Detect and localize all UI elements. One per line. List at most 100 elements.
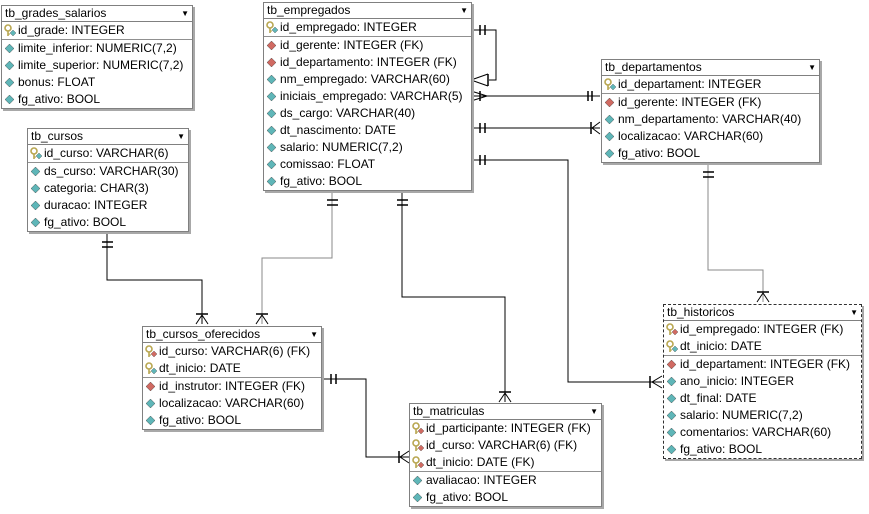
table-field[interactable]: localizacao: VARCHAR(60)	[602, 128, 819, 145]
table-field[interactable]: categoria: CHAR(3)	[28, 180, 188, 197]
table-field[interactable]: id_departamento: INTEGER (FK)	[264, 54, 471, 71]
field-text: id_empregado: INTEGER (FK)	[680, 322, 844, 336]
table-field[interactable]: dt_nascimento: DATE	[264, 122, 471, 139]
table-field[interactable]: fg_ativo: BOOL	[410, 489, 601, 506]
field-text: localizacao: VARCHAR(60)	[159, 396, 305, 410]
table-field[interactable]: id_empregado: INTEGER	[264, 19, 471, 36]
table-field[interactable]: id_empregado: INTEGER (FK)	[664, 321, 861, 338]
table-tb-departamentos[interactable]: tb_departamentos ▼ id_departament: INTEGER…	[601, 59, 820, 163]
table-header[interactable]: tb_cursos ▼	[28, 129, 188, 145]
table-field[interactable]: dt_inicio: DATE (FK)	[410, 454, 601, 471]
table-field[interactable]: salario: NUMERIC(7,2)	[664, 407, 861, 424]
field-text: ds_cargo: VARCHAR(40)	[280, 106, 416, 120]
table-field[interactable]: dt_inicio: DATE	[143, 360, 321, 377]
chevron-down-icon[interactable]: ▼	[460, 6, 468, 15]
table-field[interactable]: dt_final: DATE	[664, 390, 861, 407]
table-header[interactable]: tb_empregados▼	[264, 3, 471, 19]
table-header[interactable]: tb_cursos_oferecidos▼	[143, 327, 321, 343]
table-field[interactable]: id_instrutor: INTEGER (FK)	[143, 377, 321, 395]
field-text: id_gerente: INTEGER (FK)	[280, 38, 424, 52]
field-text: comissao: FLOAT	[280, 157, 376, 171]
table-field[interactable]: limite_inferior: NUMERIC(7,2)	[2, 39, 192, 57]
table-tb-matriculas[interactable]: tb_matriculas▼id_participante: INTEGER (…	[409, 403, 602, 507]
field-text: nm_empregado: VARCHAR(60)	[280, 72, 450, 86]
table-field[interactable]: localizacao: VARCHAR(60)	[143, 395, 321, 412]
table-field[interactable]: fg_ativo: BOOL	[143, 412, 321, 429]
chevron-down-icon[interactable]: ▼	[850, 308, 858, 317]
table-tb-cursos-oferecidos[interactable]: tb_cursos_oferecidos▼id_curso: VARCHAR(6…	[142, 326, 322, 430]
table-field[interactable]: ds_curso: VARCHAR(30)	[28, 162, 188, 180]
table-field[interactable]: salario: NUMERIC(7,2)	[264, 139, 471, 156]
table-field[interactable]: nm_empregado: VARCHAR(60)	[264, 71, 471, 88]
table-field[interactable]: id_gerente: INTEGER (FK)	[602, 93, 819, 111]
field-text: fg_ativo: BOOL	[618, 146, 701, 160]
rel-empregados-cursos-oferecidos	[261, 191, 333, 324]
field-text: fg_ativo: BOOL	[280, 174, 363, 188]
field-text: dt_final: DATE	[680, 391, 757, 405]
table-tb-grades-salarios[interactable]: tb_grades_salarios▼id_grade: INTEGER limi…	[1, 5, 193, 109]
field-text: dt_nascimento: DATE	[280, 123, 396, 137]
chevron-down-icon[interactable]: ▼	[181, 9, 189, 18]
table-field[interactable]: id_gerente: INTEGER (FK)	[264, 36, 471, 54]
field-text: id_departament: INTEGER (FK)	[680, 357, 851, 371]
table-field[interactable]: fg_ativo: BOOL	[28, 214, 188, 231]
table-name: tb_departamentos	[605, 60, 702, 74]
rel-cursos-cursos-oferecidos	[106, 233, 203, 324]
chevron-down-icon[interactable]: ▼	[177, 132, 185, 141]
table-tb-cursos[interactable]: tb_cursos ▼ id_curso: VARCHAR(6) ds_curso: …	[27, 128, 189, 232]
table-name: tb_cursos	[31, 129, 84, 143]
chevron-down-icon[interactable]: ▼	[808, 63, 816, 72]
table-header[interactable]: tb_historicos▼	[664, 305, 861, 321]
table-field[interactable]: fg_ativo: BOOL	[664, 441, 861, 458]
table-field[interactable]: fg_ativo: BOOL	[2, 91, 192, 108]
field-text: fg_ativo: BOOL	[159, 413, 242, 427]
field-text: id_grade: INTEGER	[18, 23, 125, 37]
table-header[interactable]: tb_matriculas▼	[410, 404, 601, 420]
rel-cursos-oferecidos-matriculas	[320, 378, 409, 458]
table-tb-historicos[interactable]: tb_historicos▼id_empregado: INTEGER (FK)…	[663, 304, 862, 459]
table-field[interactable]: comentarios: VARCHAR(60)	[664, 424, 861, 441]
field-text: id_gerente: INTEGER (FK)	[618, 95, 762, 109]
table-field[interactable]: id_grade: INTEGER	[2, 22, 192, 39]
field-text: comentarios: VARCHAR(60)	[680, 425, 832, 439]
table-field[interactable]: comissao: FLOAT	[264, 156, 471, 173]
table-field[interactable]: id_departament: INTEGER	[602, 76, 819, 93]
table-field[interactable]: id_curso: VARCHAR(6) (FK)	[143, 343, 321, 360]
field-text: ano_inicio: INTEGER	[680, 374, 795, 388]
chevron-down-icon[interactable]: ▼	[310, 330, 318, 339]
table-field[interactable]: id_participante: INTEGER (FK)	[410, 420, 601, 437]
field-text: id_departament: INTEGER	[618, 77, 762, 91]
table-field[interactable]: id_curso: VARCHAR(6) (FK)	[410, 437, 601, 454]
field-text: avaliacao: INTEGER	[426, 473, 537, 487]
table-field[interactable]: nm_departamento: VARCHAR(40)	[602, 111, 819, 128]
field-text: dt_inicio: DATE (FK)	[426, 455, 535, 469]
table-field[interactable]: id_departament: INTEGER (FK)	[664, 355, 861, 373]
field-text: fg_ativo: BOOL	[18, 92, 101, 106]
table-field[interactable]: avaliacao: INTEGER	[410, 471, 601, 489]
table-header[interactable]: tb_departamentos ▼	[602, 60, 819, 76]
field-text: salario: NUMERIC(7,2)	[280, 140, 403, 154]
table-field[interactable]: id_curso: VARCHAR(6)	[28, 145, 188, 162]
table-header[interactable]: tb_grades_salarios▼	[2, 6, 192, 22]
field-text: id_curso: VARCHAR(6)	[44, 146, 169, 160]
table-field[interactable]: duracao: INTEGER	[28, 197, 188, 214]
field-text: dt_inicio: DATE	[159, 361, 241, 375]
rel-empregados-matriculas	[401, 191, 506, 402]
field-text: id_instrutor: INTEGER (FK)	[159, 379, 306, 393]
field-text: bonus: FLOAT	[18, 75, 96, 89]
table-field[interactable]: limite_superior: NUMERIC(7,2)	[2, 57, 192, 74]
table-field[interactable]: bonus: FLOAT	[2, 74, 192, 91]
table-field[interactable]: dt_inicio: DATE	[664, 338, 861, 355]
table-field[interactable]: fg_ativo: BOOL	[602, 145, 819, 162]
field-text: localizacao: VARCHAR(60)	[618, 129, 764, 143]
field-text: id_curso: VARCHAR(6) (FK)	[426, 438, 578, 452]
table-field[interactable]: fg_ativo: BOOL	[264, 173, 471, 190]
table-tb-empregados[interactable]: tb_empregados▼id_empregado: INTEGER id_ge…	[263, 2, 472, 191]
table-field[interactable]: ano_inicio: INTEGER	[664, 373, 861, 390]
rel-empregados-historicos	[470, 159, 662, 383]
table-field[interactable]: ds_cargo: VARCHAR(40)	[264, 105, 471, 122]
field-text: id_departamento: INTEGER (FK)	[280, 55, 457, 69]
chevron-down-icon[interactable]: ▼	[590, 407, 598, 416]
field-text: duracao: INTEGER	[44, 198, 148, 212]
table-field[interactable]: iniciais_empregado: VARCHAR(5)	[264, 88, 471, 105]
